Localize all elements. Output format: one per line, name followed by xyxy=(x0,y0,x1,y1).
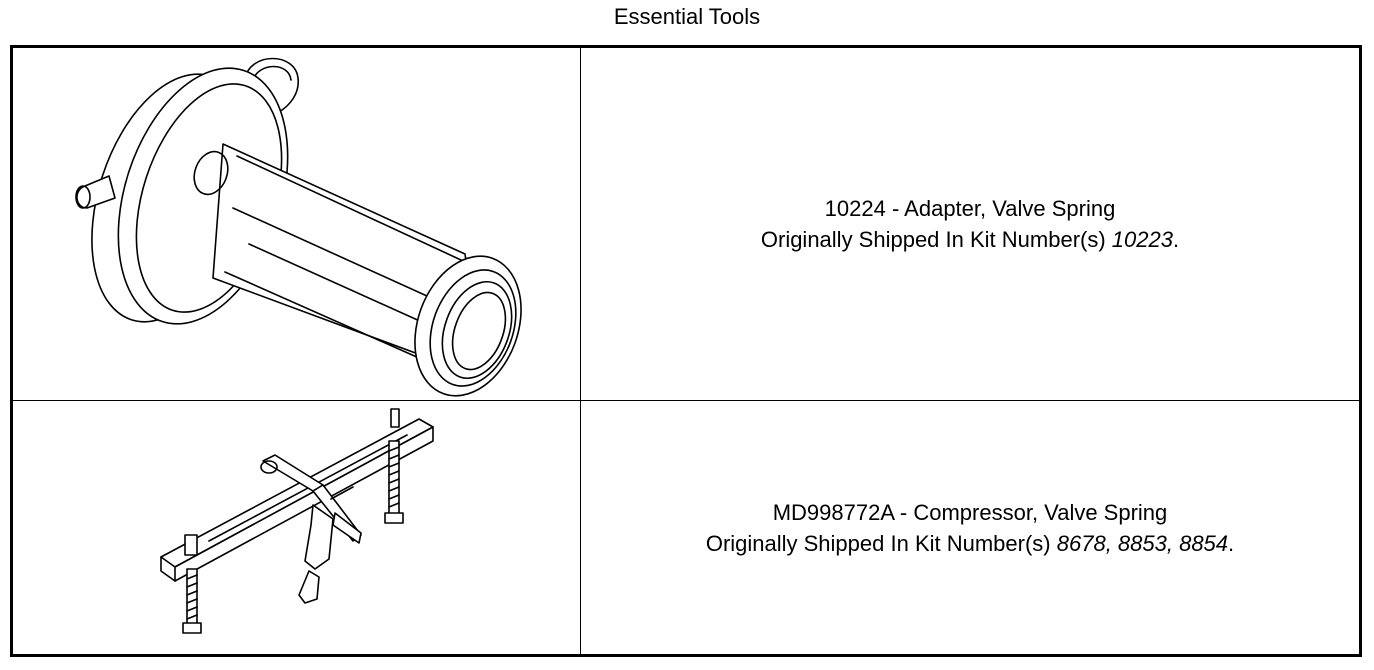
valve-spring-compressor-icon xyxy=(160,408,434,634)
page-title: Essential Tools xyxy=(613,4,761,29)
tool-kit-line: Originally Shipped In Kit Number(s) 8678… xyxy=(706,528,1234,559)
kit-prefix: Originally Shipped In Kit Number(s) xyxy=(705,530,1057,556)
tool-name: 10224 - Adapter, Valve Spring xyxy=(824,196,1116,221)
kit-numbers: 10223 xyxy=(1111,227,1173,252)
tools-table: 10224 - Adapter, Valve Spring Originally… xyxy=(10,45,1362,657)
tool-description-cell: 10224 - Adapter, Valve Spring Originally… xyxy=(581,48,1359,401)
tool-kit-line: Originally Shipped In Kit Number(s) 1022… xyxy=(761,224,1179,255)
kit-numbers: 8678, 8853, 8854 xyxy=(1056,530,1229,556)
tool-description-cell: MD998772A - Compressor, Valve Spring Ori… xyxy=(581,401,1359,654)
valve-spring-adapter-icon xyxy=(75,57,522,397)
tool-name: MD998772A - Compressor, Valve Spring xyxy=(772,499,1168,525)
kit-suffix: . xyxy=(1228,530,1235,556)
tool-image-cell xyxy=(13,48,581,401)
kit-prefix: Originally Shipped In Kit Number(s) xyxy=(760,227,1112,252)
tool-image-cell xyxy=(13,401,581,654)
kit-suffix: . xyxy=(1172,227,1180,252)
